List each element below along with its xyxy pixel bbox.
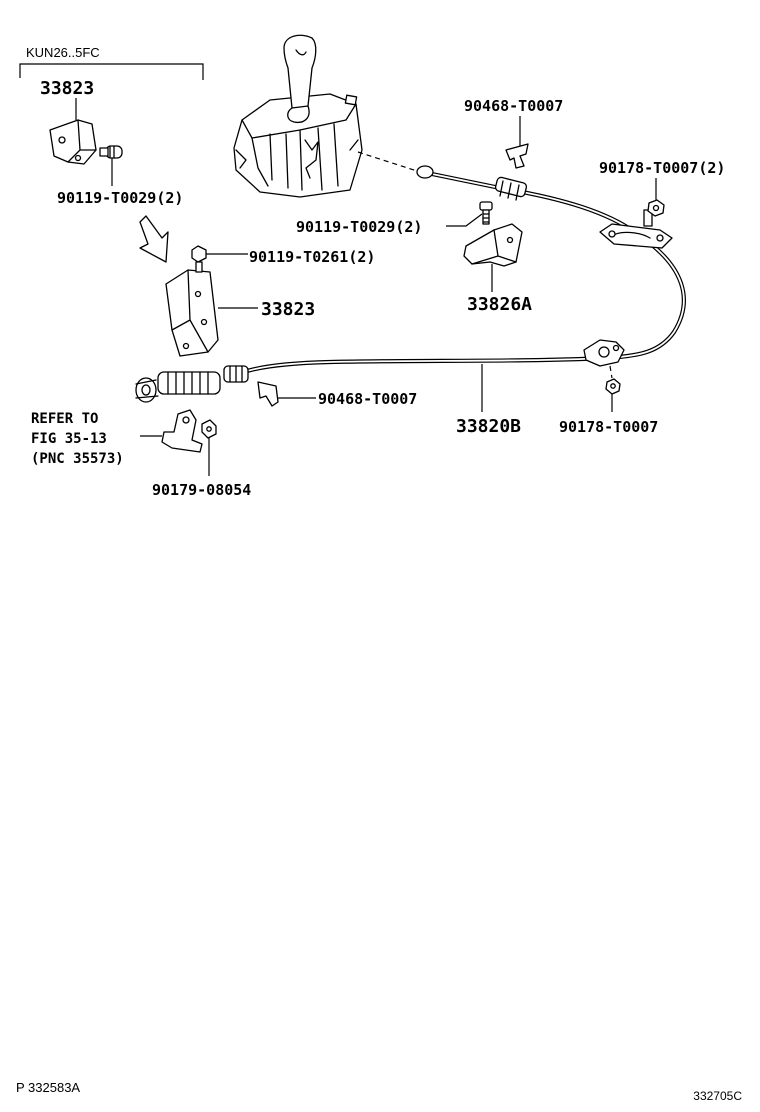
clamp-refer-fig-35-13 bbox=[161, 409, 203, 453]
shift-cable bbox=[135, 165, 686, 403]
nut-90178-dashed-line bbox=[609, 365, 613, 379]
bracket-33826a bbox=[463, 223, 523, 267]
nut-90179-08054 bbox=[201, 419, 217, 439]
bolt-90119-t0029-left bbox=[99, 145, 123, 159]
label-90179-08054: 90179-08054 bbox=[152, 481, 251, 499]
label-90468-t0007-top: 90468-T0007 bbox=[464, 97, 563, 115]
label-refer-line1: REFER TO bbox=[31, 411, 98, 427]
label-90119-t0029-right: 90119-T0029(2) bbox=[296, 218, 422, 236]
direction-arrow bbox=[139, 215, 169, 263]
label-refer-line3: (PNC 35573) bbox=[31, 451, 124, 467]
label-33823-mid: 33823 bbox=[261, 299, 315, 320]
label-90178-t0007: 90178-T0007 bbox=[559, 418, 658, 436]
nut-90178-t0007-2 bbox=[647, 199, 665, 217]
model-code-label: KUN26..5FC bbox=[26, 45, 100, 60]
model-scope-bracket bbox=[19, 63, 204, 80]
clip-90468-t0007-top bbox=[505, 143, 529, 169]
cable-mount-plate bbox=[599, 209, 673, 249]
label-refer-line2: FIG 35-13 bbox=[31, 431, 107, 447]
footer-left-code: P 332583A bbox=[16, 1080, 80, 1095]
label-33820b: 33820B bbox=[456, 416, 521, 437]
shift-lever-assembly bbox=[233, 34, 363, 198]
label-33826a: 33826A bbox=[467, 294, 532, 315]
bolt-90119-t0029-right bbox=[479, 201, 493, 225]
label-33823-top: 33823 bbox=[40, 78, 94, 99]
label-90119-t0261: 90119-T0261(2) bbox=[249, 248, 375, 266]
bracket-33823-top bbox=[49, 119, 97, 165]
lever-to-cable-dashed bbox=[357, 151, 421, 173]
nut-90178-t0007 bbox=[605, 378, 621, 395]
label-90468-t0007-mid: 90468-T0007 bbox=[318, 390, 417, 408]
label-90178-t0007-2: 90178-T0007(2) bbox=[599, 159, 725, 177]
label-90119-t0029-left: 90119-T0029(2) bbox=[57, 189, 183, 207]
bracket-33823-mid bbox=[165, 269, 219, 357]
cable-retainer-bracket bbox=[583, 339, 625, 367]
footer-right-code: 332705C bbox=[693, 1089, 742, 1103]
clip-90468-t0007-mid bbox=[257, 381, 279, 407]
bolt-90119-t0261 bbox=[191, 245, 207, 273]
leader-90119-t0029-right bbox=[446, 213, 483, 227]
